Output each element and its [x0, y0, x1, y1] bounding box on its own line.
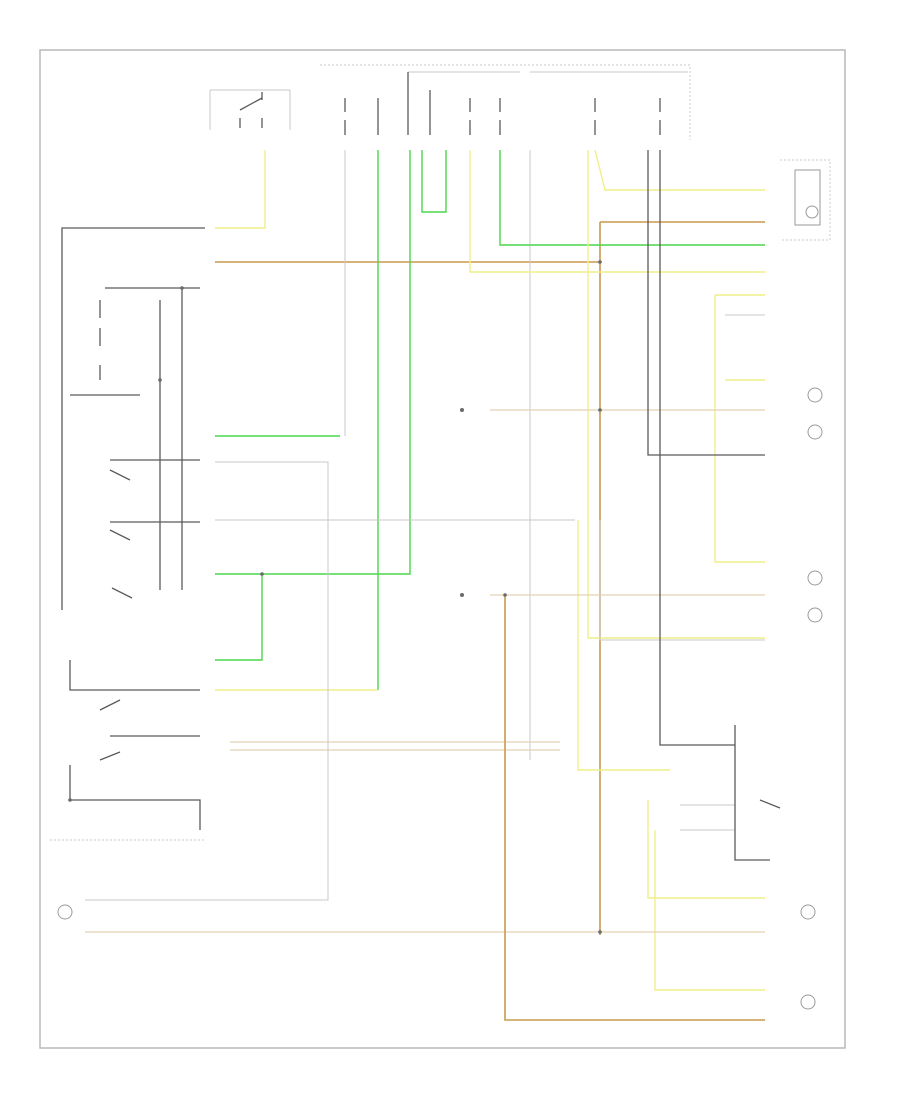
wire-orange-1020	[504, 595, 765, 1021]
splice-dot	[180, 286, 184, 290]
wire-gray-462	[85, 461, 329, 901]
lamp-bulb-icon	[807, 570, 823, 586]
tail-lamps	[57, 904, 816, 1010]
right-front-lamps	[807, 387, 823, 440]
splice-points	[68, 260, 602, 934]
wire-yellow-ign	[215, 150, 266, 229]
fuse-box-outline	[320, 64, 691, 140]
fog-switch-contact	[70, 365, 140, 396]
left-tail-lamp-icon	[57, 904, 73, 920]
wire-black-left-bus	[61, 227, 205, 610]
lamp-bulb-icon	[807, 607, 823, 623]
ignition-switch-contact	[239, 92, 263, 128]
wire-left-bus-288	[105, 287, 200, 590]
splice-dot	[260, 572, 264, 576]
wire-gray-640	[599, 520, 765, 641]
right-tail-lamp-icon	[800, 904, 816, 920]
ignition-switch-box	[209, 89, 291, 130]
indicator-lamp-icon	[805, 205, 819, 219]
left-switches	[70, 300, 140, 761]
wire-gray-switch	[680, 804, 735, 831]
fuse-box	[320, 64, 691, 140]
splice-dot	[598, 408, 602, 412]
wire-green-loop	[421, 150, 447, 213]
splice-dot	[68, 798, 72, 802]
wire-green-660	[215, 574, 263, 661]
lower-right-switch-outline	[734, 725, 770, 861]
fuse-4	[469, 98, 501, 135]
splice-dot	[503, 593, 507, 597]
wire-yellow-272	[469, 150, 765, 273]
lamp-bulb-icon	[807, 424, 823, 440]
wire-green-3	[215, 150, 411, 575]
wire-left-switch-rows	[110, 459, 200, 523]
instrument-cluster-outline	[780, 159, 831, 241]
fuse-3	[407, 72, 431, 135]
instrument-cluster	[780, 159, 831, 241]
wire-yellow-right	[714, 294, 765, 563]
wire-black-455	[647, 150, 765, 456]
left-turn-tail-lamp-icon	[800, 994, 816, 1010]
wire-yellow-898	[647, 800, 765, 899]
wires	[61, 149, 765, 1021]
lower-right-switch-contact	[759, 799, 781, 809]
wire-yellow-990	[654, 830, 765, 991]
wire-yellow-770	[577, 520, 670, 771]
wire-yellow-638	[587, 150, 765, 639]
diagram-frame	[39, 49, 846, 1049]
hazard-switch-contacts	[99, 699, 121, 761]
lamp-bulb-icon	[807, 387, 823, 403]
turn-switch-contacts	[109, 469, 133, 599]
center-lamps	[460, 408, 464, 597]
splice-dot	[598, 260, 602, 264]
splice-dot	[598, 930, 602, 934]
right-rear-lamps	[807, 570, 823, 623]
lower-right-switch	[734, 725, 781, 861]
wire-left-690	[69, 660, 200, 691]
connector-pin-icon	[460, 593, 464, 597]
wire-green-245	[499, 150, 765, 246]
top-fuses	[344, 72, 661, 135]
wire-tan-742	[230, 741, 560, 751]
wire-yellow-190	[594, 149, 765, 191]
wire-left-800	[69, 765, 201, 830]
splice-dot	[158, 378, 162, 382]
connector-pin-icon	[460, 408, 464, 412]
ignition-switch	[209, 89, 291, 130]
wire-black-745	[659, 150, 735, 746]
